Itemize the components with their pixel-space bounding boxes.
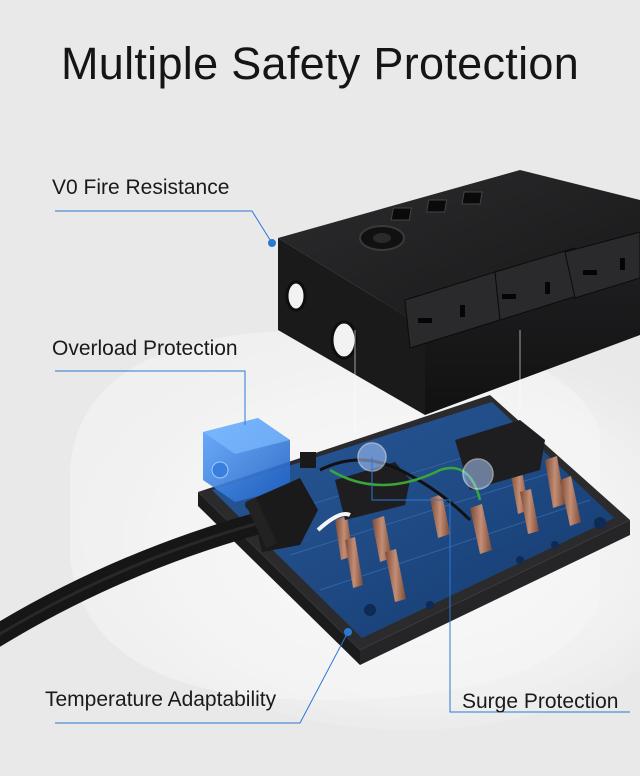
label-overload-protection: Overload Protection: [52, 337, 238, 360]
page-title: Multiple Safety Protection: [60, 38, 580, 89]
callout-dots: [268, 239, 352, 636]
highlight-marker-right: [462, 458, 494, 490]
micro-switch: [300, 452, 316, 468]
label-fire-resistance: V0 Fire Resistance: [52, 176, 230, 199]
overload-breaker: [203, 418, 290, 502]
label-surge-protection: Surge Protection: [462, 690, 619, 713]
callout-lines: [55, 210, 630, 724]
power-strip-top: [278, 170, 640, 415]
copper-terminals: [335, 456, 581, 602]
label-temperature-adaptability: Temperature Adaptability: [45, 688, 277, 711]
power-cord: [0, 478, 318, 647]
